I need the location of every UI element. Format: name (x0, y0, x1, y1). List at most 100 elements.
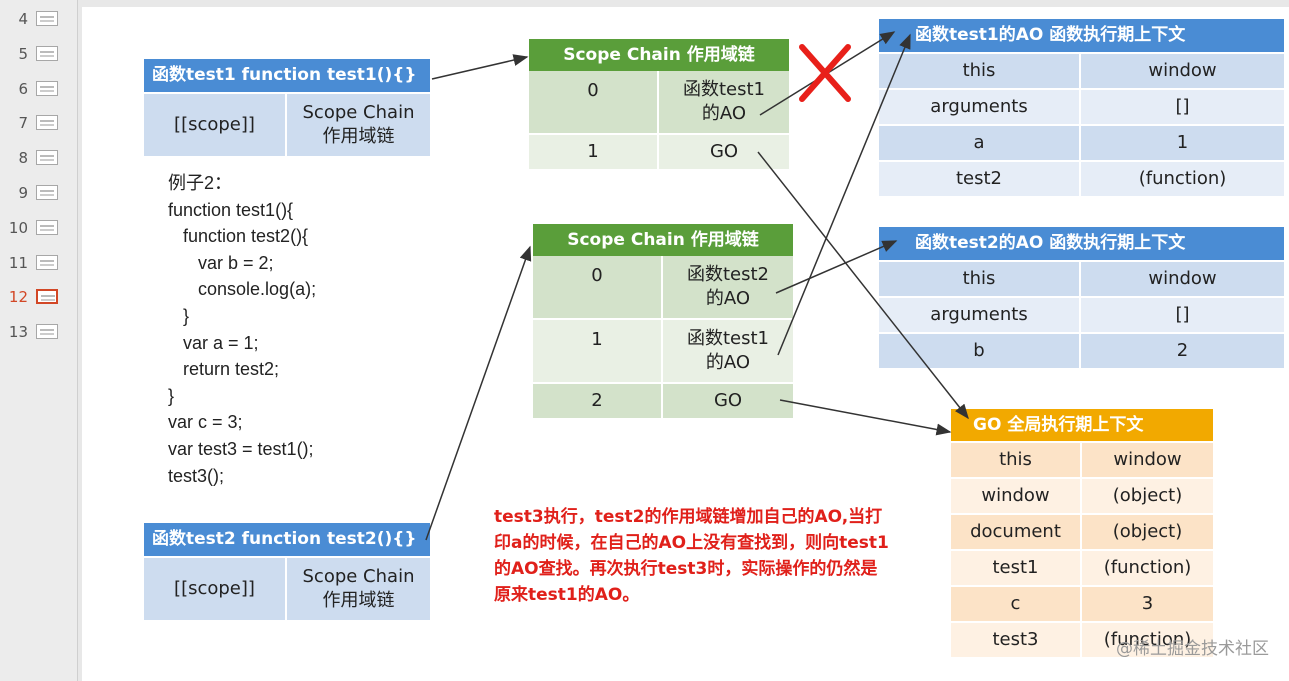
slide-number: 7 (18, 114, 28, 133)
slide-thumbnail[interactable]: 9 (0, 180, 78, 206)
slide-thumbnail[interactable]: 10 (0, 215, 78, 241)
ao1-key: arguments (879, 90, 1081, 124)
ao1-key: a (879, 126, 1081, 160)
sc2-value: 函数test1的AO (663, 320, 793, 382)
slide-preview (36, 45, 58, 61)
func1-scope-table: [[scope]] Scope Chain 作用域链 (144, 94, 430, 156)
slide-preview (36, 115, 58, 131)
sc2-index: 1 (533, 320, 663, 382)
slide-number: 13 (8, 323, 28, 342)
ao2-value: window (1081, 262, 1284, 296)
slide-number: 4 (18, 10, 28, 28)
scope-chain1-header: Scope Chain 作用域链 (529, 39, 789, 71)
sc2-value: GO (663, 384, 793, 418)
ao1-key: test2 (879, 162, 1081, 196)
scope-chain2-row: 1 函数test1的AO (533, 318, 793, 382)
go-key: test1 (951, 551, 1082, 585)
arrows-overlay (425, 31, 969, 541)
scope-chain1-table: 0 函数test1的AO 1 GO (529, 71, 789, 169)
go-header: GO 全局执行期上下文 (951, 409, 1213, 441)
slide-thumbnail[interactable]: 6 (0, 76, 78, 102)
ao2-key: b (879, 334, 1081, 368)
func2-chain-label: Scope Chain 作用域链 (287, 558, 430, 620)
arrow-sc2-2-to-go (779, 399, 952, 436)
func2-scope-label: [[scope]] (144, 558, 287, 620)
slide-thumbnail[interactable]: 5 (0, 41, 78, 67)
ao1-row: arguments[] (879, 88, 1284, 124)
slide-canvas: 函数test1 function test1(){} [[scope]] Sco… (82, 7, 1289, 681)
arrow-sc2-0-to-ao2 (775, 240, 898, 294)
slide-number: 6 (18, 79, 28, 98)
red-x-mark (799, 44, 851, 102)
go-key: c (951, 587, 1082, 621)
slide-thumbnail[interactable]: 8 (0, 145, 78, 171)
ao2-key: this (879, 262, 1081, 296)
go-row: test3(function) (951, 621, 1213, 657)
ao1-key: this (879, 54, 1081, 88)
slide-number: 12 (8, 288, 28, 307)
func2-header: 函数test2 function test2(){} (144, 523, 430, 556)
func1-header: 函数test1 function test1(){} (144, 59, 430, 92)
go-key: window (951, 479, 1082, 513)
scope-chain1-row: 0 函数test1的AO (529, 71, 789, 133)
sc1-value: 函数test1的AO (659, 71, 789, 133)
slide-number: 11 (8, 253, 28, 272)
ao2-value: 2 (1081, 334, 1284, 368)
func1-scope-label: [[scope]] (144, 94, 287, 156)
func2-scope-row: [[scope]] Scope Chain 作用域链 (144, 558, 430, 620)
func1-scope-row: [[scope]] Scope Chain 作用域链 (144, 94, 430, 156)
func2-scope-table: [[scope]] Scope Chain 作用域链 (144, 558, 430, 620)
slide-thumbnail-panel: 4 5 6 7 8 9 10 11 12 13 (0, 0, 78, 681)
arrow-sc2-1-to-ao1 (777, 33, 911, 356)
slide-preview (36, 219, 58, 235)
scope-chain2-header: Scope Chain 作用域链 (533, 224, 793, 256)
ao1-value: (function) (1081, 162, 1284, 196)
go-value: (function) (1082, 623, 1213, 657)
go-value: (function) (1082, 551, 1213, 585)
ao1-value: 1 (1081, 126, 1284, 160)
explanation-note: test3执行，test2的作用域链增加自己的AO,当打印a的时候，在自己的AO… (494, 507, 889, 605)
slide-thumbnail[interactable]: 12 (0, 284, 78, 310)
slide-preview (36, 185, 58, 200)
go-value: (object) (1082, 479, 1213, 513)
ao1-value: [] (1081, 90, 1284, 124)
slide-thumbnail[interactable]: 13 (0, 319, 78, 345)
slide-preview (36, 80, 58, 96)
slide-thumbnail[interactable]: 11 (0, 250, 78, 276)
arrow-sc1-1-to-go (757, 151, 969, 420)
ao1-value: window (1081, 54, 1284, 88)
go-row: window(object) (951, 477, 1213, 513)
arrow-func1-to-sc1 (431, 54, 529, 80)
sc2-value: 函数test2的AO (663, 256, 793, 318)
scope-chain1-row: 1 GO (529, 133, 789, 169)
slide-thumbnail[interactable]: 7 (0, 110, 78, 136)
go-row: document(object) (951, 513, 1213, 549)
go-key: document (951, 515, 1082, 549)
sc1-index: 1 (529, 135, 659, 169)
scope-chain2-table: 0 函数test2的AO 1 函数test1的AO 2 GO (533, 256, 793, 418)
go-value: 3 (1082, 587, 1213, 621)
ao2-key: arguments (879, 298, 1081, 332)
go-value: (object) (1082, 515, 1213, 549)
scope-chain2-row: 2 GO (533, 382, 793, 418)
ao2-header: 函数test2的AO 函数执行期上下文 (879, 227, 1284, 260)
ao1-row: test2(function) (879, 160, 1284, 196)
slide-preview (36, 150, 58, 166)
slide-preview (36, 11, 58, 26)
watermark: @稀土掘金技术社区 (1116, 639, 1269, 659)
go-value: window (1082, 443, 1213, 477)
ao1-header: 函数test1的AO 函数执行期上下文 (879, 19, 1284, 52)
ao2-value: [] (1081, 298, 1284, 332)
go-row: test1(function) (951, 549, 1213, 585)
slide-thumbnail[interactable]: 4 (0, 6, 78, 32)
arrow-func2-to-sc2 (425, 245, 532, 541)
slide-number: 9 (18, 184, 28, 202)
